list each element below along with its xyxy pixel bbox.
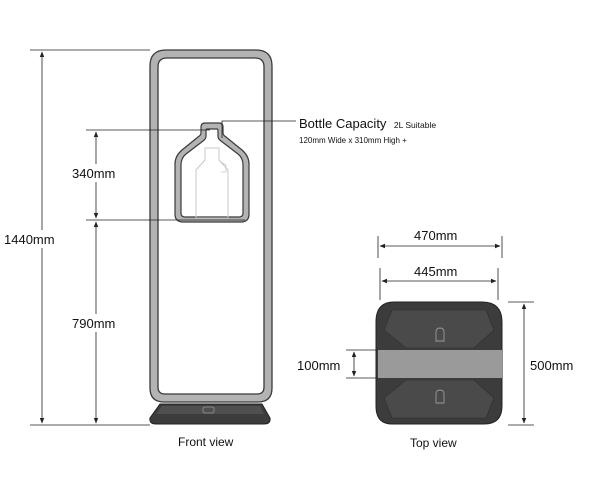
top-view-label: Top view [410,436,457,450]
total-height-label: 1440mm [4,232,55,247]
top-dimensions [346,236,534,426]
bottle-holder [174,122,250,223]
outer-width-label: 470mm [414,228,457,243]
depth-label: 500mm [530,358,573,373]
front-dimensions [30,49,296,426]
inner-width-label: 445mm [414,264,457,279]
bottle-callout-line [221,120,296,138]
top-handle-lower-icon [435,389,445,404]
front-view-label: Front view [178,435,234,449]
top-handle-upper-icon [435,327,445,342]
top-dim-labels: 470mm 445mm 500mm 100mm Top view [297,228,573,450]
bottle-outline [195,147,229,219]
top-view [375,301,503,425]
top-base-lower-panel [383,379,495,419]
bottle-capacity-label: Bottle Capacity 2L Suitable [299,115,436,132]
base-height-label: 790mm [72,316,115,331]
front-dim-labels: 1440mm 340mm 790mm Bottle Capacity 2L Su… [2,115,436,449]
top-band [378,350,502,378]
base-handle-icon [202,406,215,414]
window-height-label: 340mm [72,166,115,181]
bottle-size-label: 120mm Wide x 310mm High + [299,136,407,145]
front-view [149,49,273,425]
base-bevel [156,406,264,414]
top-base-upper-panel [383,309,495,349]
band-width-label: 100mm [297,358,340,373]
stand-frame [149,49,273,403]
bottle-handle [220,161,227,173]
